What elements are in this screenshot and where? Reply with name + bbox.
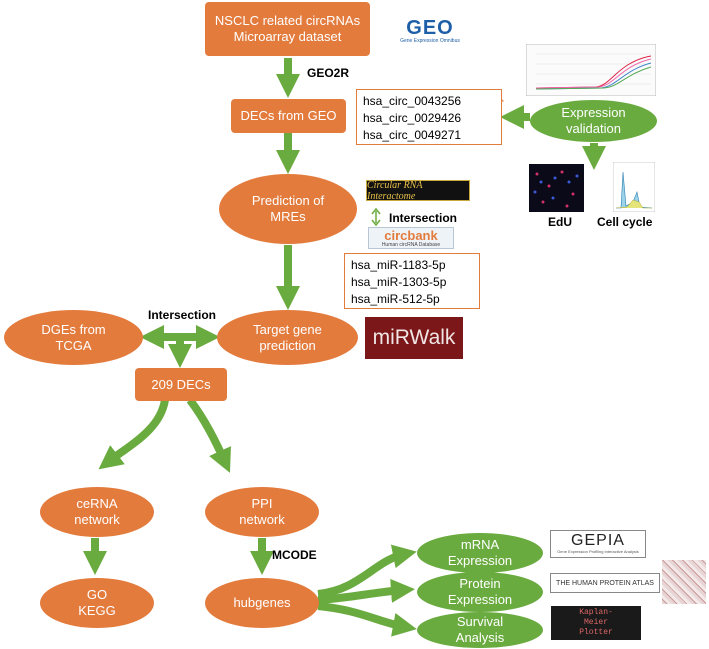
km-line1: Kaplan-: [579, 608, 613, 617]
node-decs-label: DECs from GEO: [240, 108, 337, 123]
edu-staining-image: [529, 164, 584, 212]
arrow-209-to-ppi: [186, 397, 231, 473]
node-go-line1: GO: [86, 587, 108, 602]
node-prediction-mres: Prediction of MREs: [219, 174, 357, 244]
label-cell-cycle: Cell cycle: [597, 215, 653, 229]
arrow-hub-to-survival: [317, 602, 417, 637]
km-line2: Meier: [583, 618, 608, 627]
cell-cycle-histogram-image: [613, 162, 655, 212]
node-dges-line2: TCGA: [55, 337, 92, 353]
node-209-decs: 209 DECs: [135, 368, 227, 401]
gepia-logo: GEPIA Gene Expression Profiling Interact…: [550, 530, 646, 558]
label-mcode: MCODE: [272, 548, 317, 562]
geo-logo-text: GEO: [406, 16, 454, 39]
node-ppi-line1: PPI: [251, 496, 273, 511]
node-mrna-line2: Expression: [447, 553, 513, 568]
label-edu: EdU: [548, 215, 572, 229]
circbank-sub: Human circRNA Database: [381, 241, 441, 248]
hpa-text: THE HUMAN PROTEIN ATLAS: [556, 579, 654, 587]
mirwalk-logo: miRWalk: [365, 317, 463, 359]
human-protein-atlas-logo: THE HUMAN PROTEIN ATLAS: [550, 573, 660, 593]
node-nsclc-line1: NSCLC related circRNAs: [214, 13, 361, 28]
node-target-line1: Target gene: [253, 321, 322, 337]
node-decs-from-geo: DECs from GEO: [231, 99, 346, 133]
node-cerna-line1: ceRNA: [76, 496, 118, 511]
mir-item: hsa_miR-512-5p: [351, 292, 440, 306]
node-validation-line2: validation: [566, 121, 621, 136]
node-prediction-line1: Prediction of: [251, 193, 325, 208]
qpcr-curve-image: [526, 44, 656, 96]
node-ppi-line2: network: [239, 512, 285, 527]
circular-rna-interactome-logo: Circular RNA Interactome: [366, 180, 470, 201]
node-go-kegg: GO KEGG: [40, 578, 154, 628]
node-survival-line1: Survival: [456, 614, 504, 629]
node-dges-from-tcga: DGEs from TCGA: [4, 310, 143, 365]
mir-item: hsa_miR-1303-5p: [351, 275, 447, 289]
node-target-line2: prediction: [259, 337, 316, 353]
node-ppi-network: PPI network: [205, 487, 319, 537]
node-mrna-line1: mRNA: [460, 537, 500, 552]
node-nsclc-line2: Microarray dataset: [233, 29, 342, 44]
node-survival-line2: Analysis: [455, 630, 505, 645]
node-dges-line1: DGEs from: [41, 321, 106, 337]
gepia-text: GEPIA: [571, 532, 625, 549]
arrow-hub-to-protein: [317, 578, 415, 604]
mirna-list-box: hsa_miR-1183-5p hsa_miR-1303-5p hsa_miR-…: [344, 253, 480, 309]
mirwalk-text: miRWalk: [372, 326, 456, 349]
circ-item: hsa_circ_0029426: [363, 111, 462, 125]
node-protein-expression: Protein Expression: [417, 572, 543, 612]
node-go-line2: KEGG: [78, 603, 116, 618]
node-mrna-expression: mRNA Expression: [417, 533, 543, 573]
gepia-sub: Gene Expression Profiling Interactive An…: [557, 549, 639, 554]
circbank-text: circbank: [384, 227, 438, 243]
node-hubgenes: hubgenes: [205, 578, 319, 628]
circ-item: hsa_circ_0049271: [363, 128, 462, 142]
node-prediction-line2: MREs: [270, 209, 306, 224]
node-target-gene-prediction: Target gene prediction: [217, 310, 358, 365]
label-intersection-left: Intersection: [148, 308, 217, 322]
node-expression-validation: Expression validation: [530, 100, 657, 142]
label-intersection-top: Intersection: [389, 211, 458, 225]
node-validation-line1: Expression: [561, 105, 626, 120]
kaplan-meier-logo: Kaplan- Meier Plotter: [551, 606, 641, 640]
arrow-209-to-cerna: [98, 399, 169, 470]
circrna-list-box: hsa_circ_0043256 hsa_circ_0029426 hsa_ci…: [356, 89, 502, 145]
geo-logo: GEO Gene Expression Omnibus: [392, 14, 468, 48]
node-cerna-line2: network: [74, 512, 120, 527]
node-209-label: 209 DECs: [151, 376, 211, 392]
circ-item: hsa_circ_0043256: [363, 94, 462, 108]
node-protein-line1: Protein: [459, 576, 501, 591]
km-line3: Plotter: [579, 628, 613, 637]
mir-item: hsa_miR-1183-5p: [351, 258, 446, 272]
interactome-text: Circular RNA Interactome: [367, 180, 423, 201]
circbank-logo: circbank Human circRNA Database: [368, 227, 454, 249]
node-nsclc-dataset: NSCLC related circRNAs Microarray datase…: [205, 2, 370, 56]
node-protein-line2: Expression: [447, 592, 513, 607]
node-hubgenes-label: hubgenes: [233, 595, 291, 610]
node-cerna-network: ceRNA network: [40, 487, 154, 537]
node-survival-analysis: Survival Analysis: [417, 612, 543, 648]
tissue-image: [662, 560, 706, 604]
geo-logo-sub: Gene Expression Omnibus: [400, 37, 460, 44]
arrow-hub-to-mrna: [317, 544, 417, 598]
label-geo2r: GEO2R: [307, 66, 350, 80]
